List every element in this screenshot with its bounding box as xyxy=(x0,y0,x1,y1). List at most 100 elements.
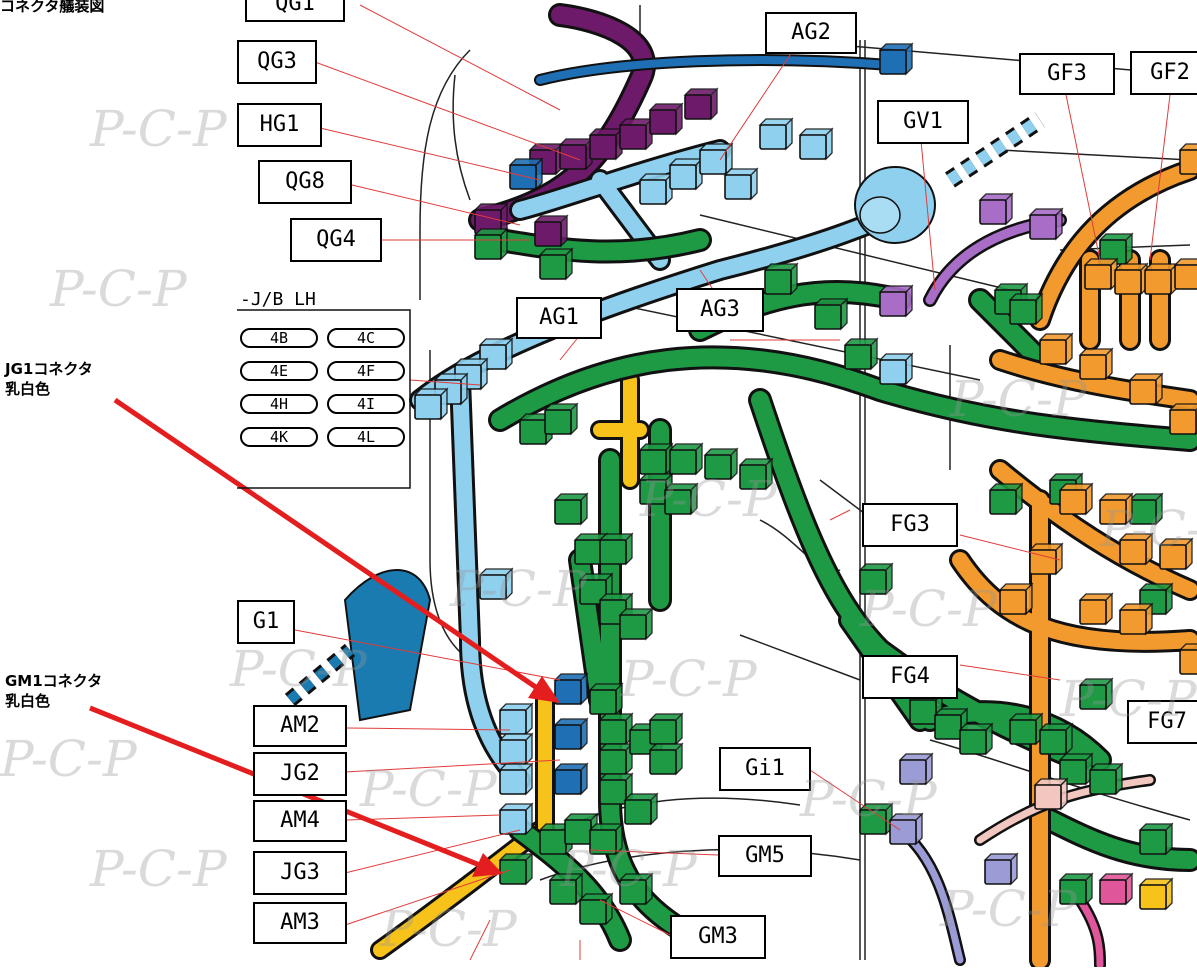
connector-block xyxy=(1138,877,1174,911)
connector-block xyxy=(1138,822,1174,856)
connector-block xyxy=(978,192,1014,226)
blue-cap xyxy=(284,569,432,722)
connector-block xyxy=(858,802,894,836)
label-fg3: FG3 xyxy=(862,503,958,547)
jb-terminal-4l: 4L xyxy=(327,427,405,447)
connector-block xyxy=(598,772,634,806)
connector-block xyxy=(763,262,799,296)
connector-block xyxy=(648,102,684,136)
connector-block xyxy=(998,582,1034,616)
gm1-note-line2: 乳白色 xyxy=(5,692,51,710)
connector-block xyxy=(553,492,589,526)
connector-block xyxy=(843,337,879,371)
connector-block xyxy=(498,852,534,886)
connector-block xyxy=(598,532,634,566)
connector-block xyxy=(623,792,659,826)
connector-block xyxy=(1088,762,1124,796)
connector-block xyxy=(638,442,674,476)
connector-block xyxy=(1058,752,1094,786)
connector-block xyxy=(498,732,534,766)
gm1-arrow-head xyxy=(472,853,503,877)
connector-block xyxy=(1078,677,1114,711)
connector-block xyxy=(1098,492,1134,526)
jg1-note-line1: JG1コネクタ xyxy=(5,360,93,378)
leader-lines xyxy=(294,4,1171,961)
connector-block xyxy=(648,712,684,746)
label-fg4: FG4 xyxy=(862,655,958,699)
label-hg1: HG1 xyxy=(237,103,322,147)
connector-block xyxy=(543,402,579,436)
connector-block xyxy=(1083,257,1119,291)
label-ag3: AG3 xyxy=(676,288,764,332)
connector-block xyxy=(1028,207,1064,241)
connector-block xyxy=(668,442,704,476)
connector-block xyxy=(413,387,449,421)
label-gf2: GF2 xyxy=(1130,51,1197,95)
connector-block xyxy=(638,172,674,206)
connector-block xyxy=(498,762,534,796)
connector-block xyxy=(878,352,914,386)
label-qg1: QG1 xyxy=(245,0,345,22)
gm1-note-line1: GM1コネクタ xyxy=(5,672,103,690)
connector-block xyxy=(1118,602,1154,636)
connector-block xyxy=(1028,542,1064,576)
jg1-arrow-head xyxy=(528,676,560,703)
connector-block xyxy=(723,167,759,201)
label-gf3: GF3 xyxy=(1019,53,1115,95)
connector-block xyxy=(813,297,849,331)
connector-block xyxy=(1098,872,1134,906)
label-ag1: AG1 xyxy=(516,297,602,339)
label-gm3: GM3 xyxy=(670,915,766,959)
junction-block-title: -J/B LH xyxy=(240,289,316,310)
connector-block xyxy=(683,87,719,121)
connector-block xyxy=(1128,492,1164,526)
label-qg8: QG8 xyxy=(258,160,352,204)
connector-block xyxy=(898,752,934,786)
connector-block xyxy=(1033,777,1069,811)
jg1-arrow-line xyxy=(113,397,542,693)
connector-block xyxy=(1038,722,1074,756)
connector-block xyxy=(1058,872,1094,906)
label-jg3: JG3 xyxy=(253,851,347,895)
connector-block xyxy=(478,567,514,601)
label-am3: AM3 xyxy=(253,902,347,944)
connector-block xyxy=(1173,258,1197,290)
connector-block xyxy=(588,822,624,856)
connector-block xyxy=(588,127,624,161)
connector-block xyxy=(1178,643,1197,675)
label-gv1: GV1 xyxy=(877,100,969,144)
connector-block xyxy=(1113,262,1149,296)
connector-block xyxy=(1038,332,1074,366)
jb-terminal-4c: 4C xyxy=(327,328,405,348)
label-ag2: AG2 xyxy=(765,12,857,54)
label-jg2: JG2 xyxy=(253,752,347,796)
connector-block xyxy=(703,447,739,481)
connector-block xyxy=(1008,712,1044,746)
label-gi1: Gi1 xyxy=(719,747,811,791)
page-title: コネクタ艤装図 xyxy=(0,0,105,15)
connector-block xyxy=(598,712,634,746)
connector-block xyxy=(498,702,534,736)
connector-block xyxy=(958,722,994,756)
connector-block xyxy=(1143,262,1179,296)
connector-block xyxy=(1128,372,1164,406)
connector-block xyxy=(983,852,1019,886)
jb-terminal-4f: 4F xyxy=(327,361,405,381)
connector-block xyxy=(878,42,914,76)
grommet xyxy=(854,112,1045,244)
connector-block xyxy=(538,247,574,281)
jb-terminal-4i: 4I xyxy=(327,394,405,414)
connector-block xyxy=(618,607,654,641)
connector-block xyxy=(798,127,834,161)
connector-block xyxy=(508,157,544,191)
connector-blocks xyxy=(413,42,1197,926)
connector-block xyxy=(553,717,589,751)
label-qg3: QG3 xyxy=(237,40,317,84)
connector-block xyxy=(533,214,569,248)
connector-block xyxy=(598,742,634,776)
connector-block xyxy=(1078,347,1114,381)
label-am2: AM2 xyxy=(253,705,347,747)
connector-block xyxy=(738,457,774,491)
